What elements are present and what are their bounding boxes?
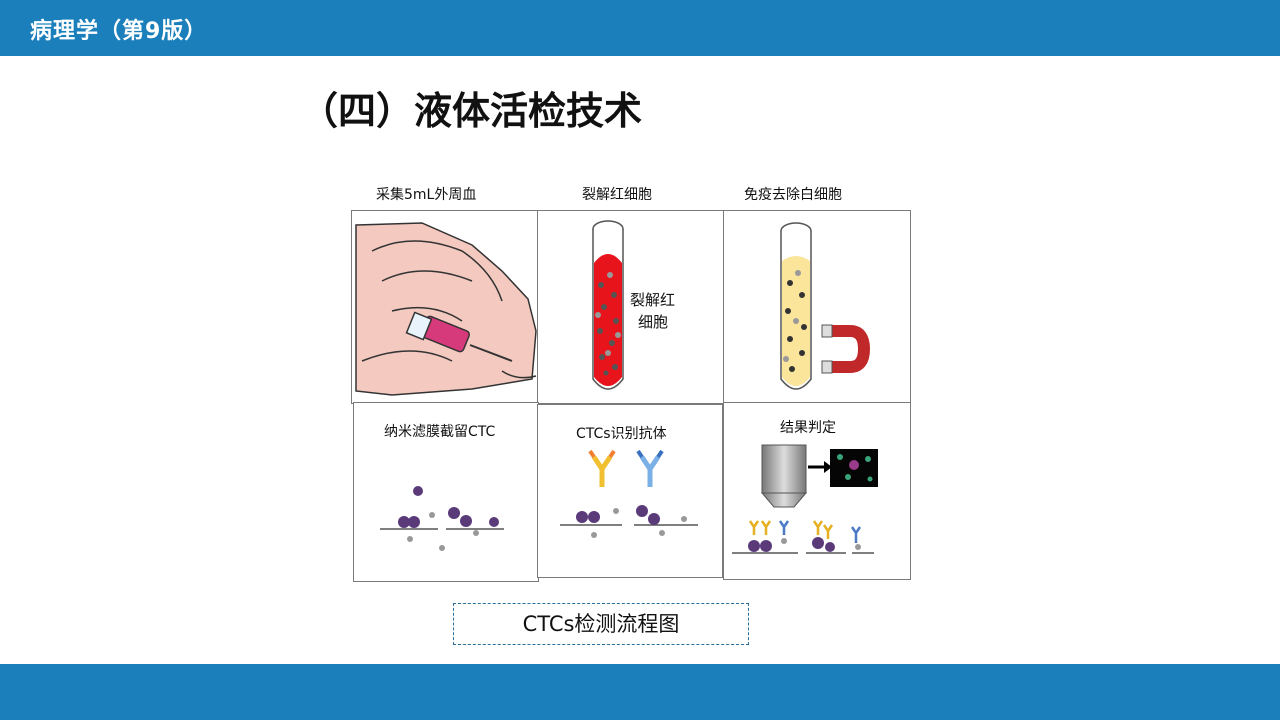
col-label-rbc-lysis: 裂解红细胞 [582, 187, 652, 203]
panel-nano-filter: 纳米滤膜截留CTC [353, 402, 539, 582]
figure-caption: CTCs检测流程图 [453, 603, 749, 645]
col-label-wbc-removal: 免疫去除白细胞 [744, 187, 842, 203]
filter-label: 纳米滤膜截留CTC [384, 424, 496, 440]
rbc-lysis-label: 裂解红 细胞 [630, 289, 675, 333]
rbc-lysis-label-line1: 裂解红 [630, 291, 676, 309]
footer-bar [0, 664, 1280, 720]
panel-wbc-removal [723, 210, 911, 404]
antibody-label: CTCs识别抗体 [576, 426, 667, 442]
panel-blood-draw [351, 210, 539, 404]
ctc-workflow-figure: 采集5mL外周血 裂解红细胞 免疫去除白细胞 [350, 178, 912, 584]
panel-result: 结果判定 [723, 402, 911, 580]
test-tube-red-icon [592, 220, 624, 390]
test-tube-yellow-icon [780, 222, 812, 390]
fluorescent-image-icon [830, 449, 878, 487]
antibody-icon [560, 449, 698, 538]
rbc-lysis-label-line2: 细胞 [638, 313, 669, 331]
filter-membrane-diagram [380, 486, 504, 551]
header-bar: 病理学（第9版） [0, 0, 1280, 56]
microscope-objective-icon [732, 444, 878, 554]
magnet-icon [821, 324, 871, 374]
panel-antibody: CTCs识别抗体 [537, 404, 723, 578]
book-title: 病理学（第9版） [30, 19, 208, 44]
slide-heading: （四）液体活检技术 [300, 89, 643, 133]
panel-rbc-lysis: 裂解红 细胞 [537, 210, 725, 404]
col-label-blood-draw: 采集5mL外周血 [376, 187, 477, 203]
hand-syringe-icon [355, 222, 537, 396]
result-label: 结果判定 [780, 420, 836, 436]
